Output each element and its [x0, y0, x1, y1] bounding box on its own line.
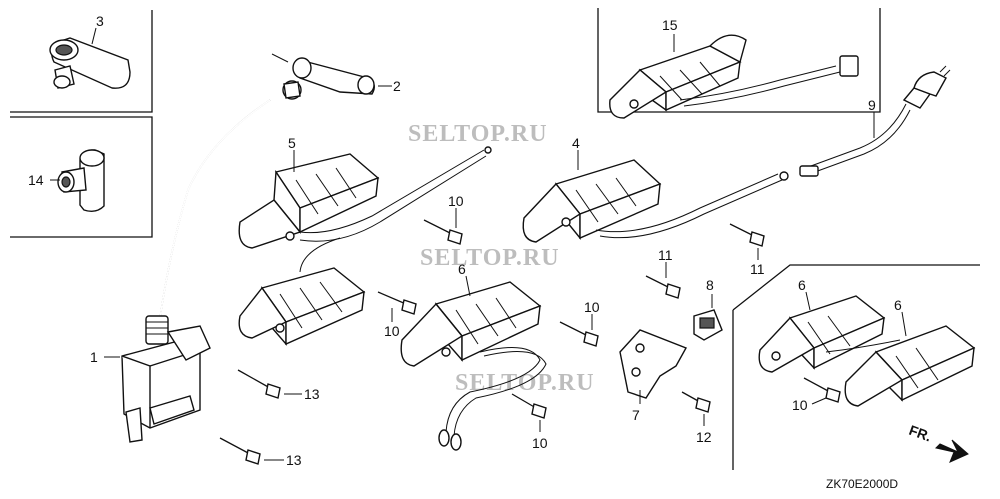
charge-coil-part-6-inset	[758, 291, 976, 407]
diagram-code: ZK70E2000D	[826, 477, 898, 491]
charge-coil-part-6	[400, 275, 547, 451]
part-number-label: 13	[286, 452, 302, 468]
part-number-label: 4	[572, 135, 580, 151]
part-number-label: 10	[448, 193, 464, 209]
bolt-part-10	[423, 208, 463, 245]
bolt-part-11	[645, 262, 681, 299]
inset-frame-bottom-right	[732, 264, 980, 470]
part-number-label: 10	[584, 299, 600, 315]
inset-frame-left	[10, 10, 153, 238]
part-number-label: 2	[393, 78, 401, 94]
direction-label: FR.	[907, 422, 934, 445]
charge-coil-part-5	[238, 146, 492, 346]
part-number-label: 6	[458, 261, 466, 277]
grommet-part-8	[693, 294, 723, 341]
bolt-part-10	[559, 314, 599, 347]
bolt-part-11	[729, 223, 765, 260]
coil-assembly-part-15	[609, 34, 859, 119]
part-number-label: 3	[96, 13, 104, 29]
part-number-label: 1	[90, 349, 98, 365]
wire-harness-part-9	[799, 65, 951, 177]
part-number-label: 9	[868, 97, 876, 113]
part-number-label: 14	[28, 172, 44, 188]
part-number-label: 11	[658, 247, 673, 263]
inset-frame-top-right	[597, 8, 881, 113]
part-number-label: 12	[696, 429, 712, 445]
part-number-label: 5	[288, 135, 296, 151]
bolt-part-13	[237, 369, 302, 399]
bracket-part-7	[619, 329, 688, 404]
part-number-label: 10	[792, 397, 808, 413]
part-number-label: 15	[662, 17, 678, 33]
elbow-connector-part-14	[50, 149, 105, 213]
part-number-label: 10	[532, 435, 548, 451]
part-number-label: 10	[384, 323, 400, 339]
bolt-part-12	[681, 391, 711, 426]
bolt-part-10	[377, 291, 417, 322]
exciter-coil-part-4	[522, 150, 789, 243]
part-number-label: 6	[894, 297, 902, 313]
bolt-part-10	[511, 393, 547, 432]
part-number-label: 7	[632, 407, 640, 423]
part-number-label: 6	[798, 277, 806, 293]
ignition-coil-part-1	[104, 99, 271, 443]
bolt-part-10	[803, 377, 841, 405]
part-number-label: 8	[706, 277, 714, 293]
part-number-label: 13	[304, 386, 320, 402]
watermark: SELTOP.RU	[408, 121, 548, 147]
plug-cap-part-2	[271, 53, 392, 100]
part-number-label: 11	[750, 261, 765, 277]
spark-plug-cap-part-3	[49, 27, 131, 89]
bolt-part-13	[219, 437, 284, 465]
front-direction-indicator	[935, 439, 969, 463]
watermark: SELTOP.RU	[420, 245, 560, 271]
